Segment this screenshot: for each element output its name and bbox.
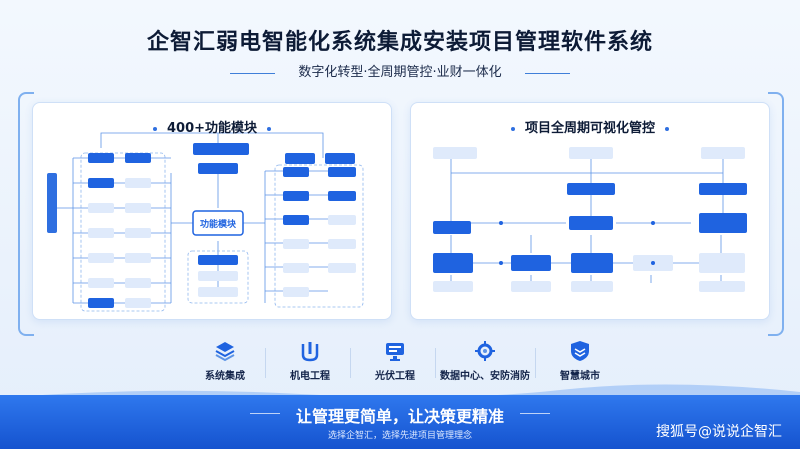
layers-icon <box>215 342 235 362</box>
lifecycle-title-text: 项目全周期可视化管控 <box>524 121 655 136</box>
function-modules-title: 400+功能模块 <box>33 117 391 136</box>
icon-divider <box>265 348 266 378</box>
feature-label: 系统集成 <box>205 371 245 382</box>
center-function-box <box>192 210 244 236</box>
feature-smart-city: 智慧城市 <box>535 340 625 382</box>
city-shield-icon <box>571 341 589 361</box>
frame-bracket-left <box>18 92 34 336</box>
function-modules-title-text: 400+功能模块 <box>166 121 258 136</box>
feature-label: 光伏工程 <box>375 371 415 382</box>
feature-icons-row: 系统集成 机电工程 光伏工程 <box>200 340 600 390</box>
slogan: 让管理更简单，让决策更精准 <box>295 407 504 426</box>
subtitle-line-left <box>230 73 275 74</box>
side-bar-box <box>47 173 57 233</box>
feature-datacenter-security: 数据中心、安防消防 <box>440 340 530 382</box>
frame-bracket-right <box>768 92 784 336</box>
title-dot-left <box>152 126 157 131</box>
page-subtitle: 数字化转型·全周期管控·业财一体化 <box>298 65 502 80</box>
subtitle-row: 数字化转型·全周期管控·业财一体化 <box>0 63 800 83</box>
lifecycle-title: 项目全周期可视化管控 <box>411 117 769 136</box>
watermark: 搜狐号@说说企智汇 <box>656 424 782 440</box>
title-dot-left <box>510 126 515 131</box>
feature-label: 智慧城市 <box>560 371 600 382</box>
feature-system-integration: 系统集成 <box>180 340 270 382</box>
function-modules-diagram: 功能模块 <box>47 132 364 312</box>
right-column-boxes <box>283 167 356 297</box>
feature-mep: 机电工程 <box>265 340 355 382</box>
icon-divider <box>435 348 436 378</box>
shield-gear-icon <box>475 341 495 361</box>
feature-label: 机电工程 <box>290 371 330 382</box>
top-box <box>193 143 249 155</box>
lifecycle-panel: 项目全周期可视化管控 <box>410 102 770 320</box>
function-modules-panel: 功能模块 400+功能模块 <box>32 102 392 320</box>
left-column-boxes <box>88 153 151 308</box>
slogan-line-right <box>520 413 550 414</box>
title-dot-right <box>267 126 272 131</box>
icon-divider <box>350 348 351 378</box>
center-function-label: 功能模块 <box>200 218 237 230</box>
feature-pv: 光伏工程 <box>350 340 440 382</box>
bottom-band <box>0 395 800 449</box>
title-dot-right <box>665 126 669 131</box>
icon-divider <box>535 348 536 378</box>
slogan-line-left <box>250 413 280 414</box>
power-icon <box>301 342 319 362</box>
lifecycle-diagram <box>433 147 747 292</box>
page-title: 企智汇弱电智能化系统集成安装项目管理软件系统 <box>146 30 653 55</box>
slogan-sub: 选择企智汇，选择先进项目管理理念 <box>327 431 472 441</box>
feature-label: 数据中心、安防消防 <box>440 371 530 382</box>
monitor-icon <box>386 343 404 361</box>
subtitle-line-right <box>525 73 570 74</box>
